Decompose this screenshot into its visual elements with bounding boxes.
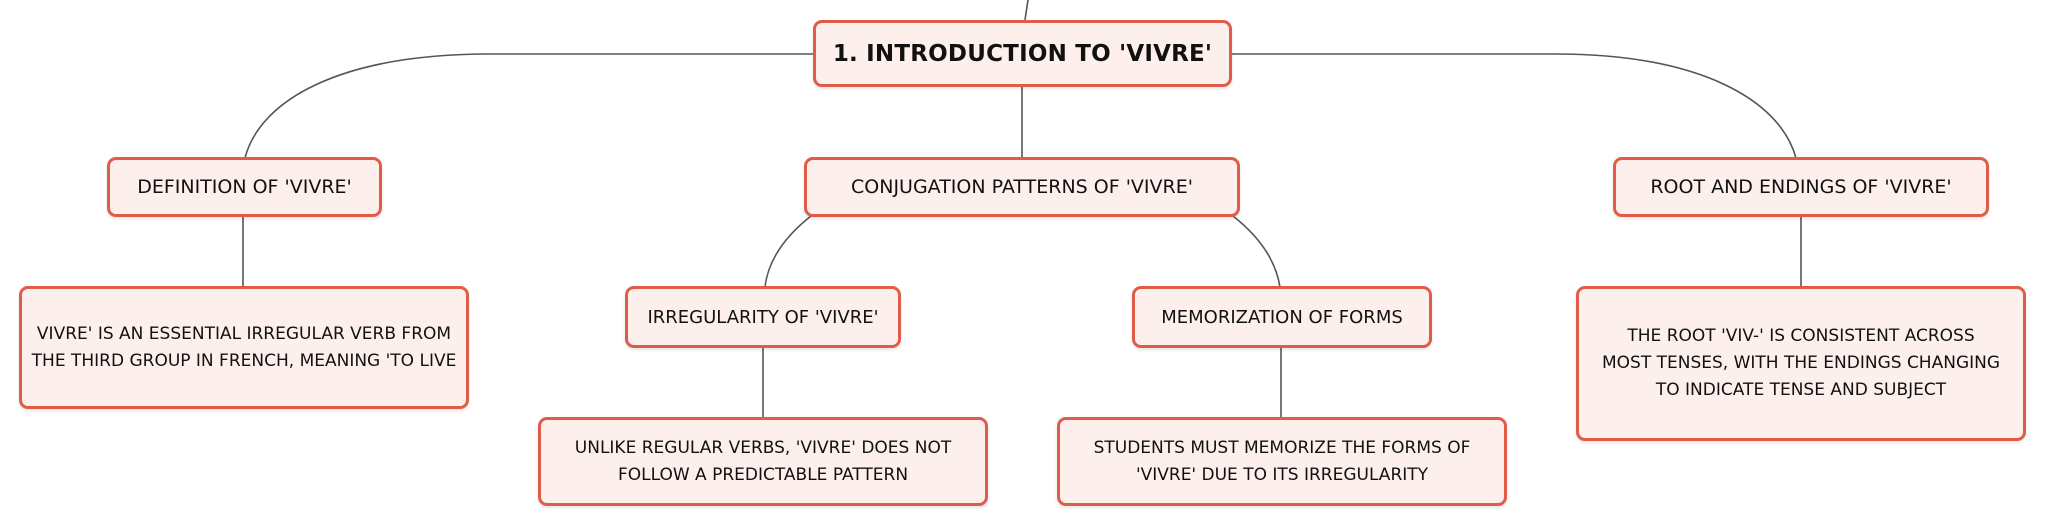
- topic-definition-node[interactable]: DEFINITION OF 'VIVRE': [107, 157, 382, 217]
- connector-root-endings: [1230, 53, 1797, 159]
- connector-root-definition: [244, 53, 815, 159]
- subtopic-memorization-label: MEMORIZATION OF FORMS: [1161, 306, 1403, 328]
- topic-definition-label: DEFINITION OF 'VIVRE': [137, 176, 352, 198]
- detail-endings-text: THE ROOT 'VIV-' IS CONSISTENT ACROSS MOS…: [1601, 326, 2001, 400]
- subtopic-memorization-node[interactable]: MEMORIZATION OF FORMS: [1132, 286, 1432, 348]
- connector-parent: [1024, 0, 1029, 21]
- detail-irregularity-node[interactable]: UNLIKE REGULAR VERBS, 'VIVRE' DOES NOT F…: [538, 417, 988, 506]
- root-topic-node[interactable]: 1. INTRODUCTION TO 'VIVRE': [813, 20, 1232, 87]
- detail-endings-node[interactable]: THE ROOT 'VIV-' IS CONSISTENT ACROSS MOS…: [1576, 286, 2026, 441]
- detail-definition-text: VIVRE' IS AN ESSENTIAL IRREGULAR VERB FR…: [31, 323, 457, 371]
- detail-memorization-node[interactable]: STUDENTS MUST MEMORIZE THE FORMS OF 'VIV…: [1057, 417, 1507, 506]
- topic-conjugation-node[interactable]: CONJUGATION PATTERNS OF 'VIVRE': [804, 157, 1240, 217]
- topic-endings-node[interactable]: ROOT AND ENDINGS OF 'VIVRE': [1613, 157, 1989, 217]
- topic-conjugation-label: CONJUGATION PATTERNS OF 'VIVRE': [851, 176, 1193, 198]
- connector-conjugation-irregularity: [764, 215, 812, 288]
- connector-conjugation-memorization: [1232, 215, 1281, 288]
- subtopic-irregularity-label: IRREGULARITY OF 'VIVRE': [647, 306, 879, 328]
- root-topic-label: 1. INTRODUCTION TO 'VIVRE': [832, 40, 1213, 67]
- detail-definition-node[interactable]: VIVRE' IS AN ESSENTIAL IRREGULAR VERB FR…: [19, 286, 469, 409]
- topic-endings-label: ROOT AND ENDINGS OF 'VIVRE': [1650, 176, 1952, 198]
- detail-irregularity-text: UNLIKE REGULAR VERBS, 'VIVRE' DOES NOT F…: [574, 437, 952, 485]
- detail-memorization-text: STUDENTS MUST MEMORIZE THE FORMS OF 'VIV…: [1093, 437, 1471, 485]
- subtopic-irregularity-node[interactable]: IRREGULARITY OF 'VIVRE': [625, 286, 901, 348]
